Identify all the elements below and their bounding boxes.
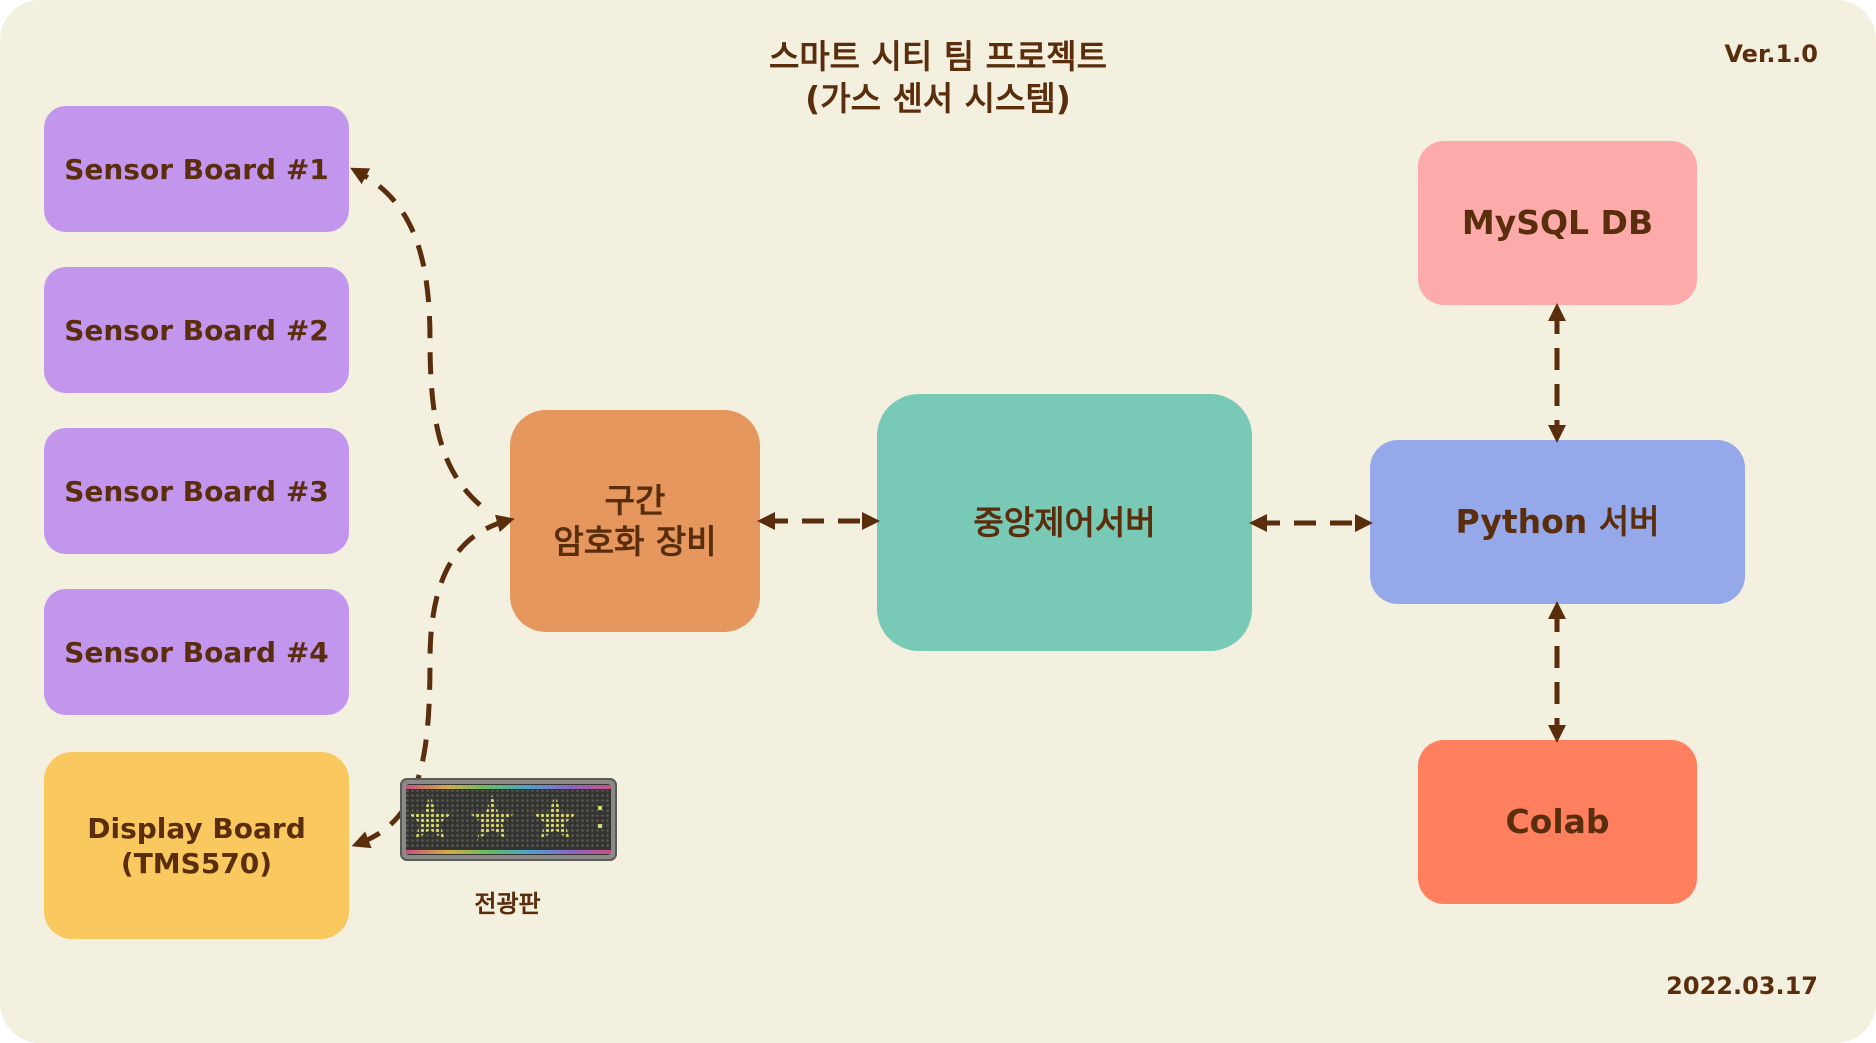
- sensor-board-3: Sensor Board #3: [44, 428, 349, 554]
- display-board-label-2: (TMS570): [120, 846, 273, 880]
- sensor-board-2-label: Sensor Board #2: [64, 313, 329, 347]
- sensor-board-4-label: Sensor Board #4: [64, 635, 329, 669]
- sensor-board-4: Sensor Board #4: [44, 589, 349, 715]
- python-server-label: Python 서버: [1455, 502, 1660, 542]
- led-board-caption: 전광판: [474, 890, 541, 918]
- colab: Colab: [1418, 740, 1697, 904]
- diagram-title: 스마트 시티 팀 프로젝트 (가스 센서 시스템): [638, 36, 1238, 120]
- python-server: Python 서버: [1370, 440, 1745, 604]
- sensor-board-1: Sensor Board #1: [44, 106, 349, 232]
- central-control-server-label: 중앙제어서버: [973, 502, 1156, 542]
- central-control-server: 중앙제어서버: [877, 394, 1252, 651]
- arrow-encryption-to-sensor-board-1: [350, 167, 482, 507]
- display-board-label-1: Display Board: [87, 811, 306, 845]
- sensor-board-3-label: Sensor Board #3: [64, 474, 329, 508]
- mysql-db-label: MySQL DB: [1461, 203, 1654, 243]
- mysql-db: MySQL DB: [1418, 141, 1697, 305]
- encryption-device-label-1: 구간: [604, 480, 666, 520]
- encryption-device: 구간 암호화 장비: [510, 410, 760, 632]
- colab-label: Colab: [1505, 802, 1610, 842]
- version-label: Ver.1.0: [1724, 40, 1818, 68]
- date-label: 2022.03.17: [1666, 972, 1818, 1000]
- led-star-display-icon: [400, 778, 617, 861]
- title-line-2: (가스 센서 시스템): [805, 79, 1071, 118]
- sensor-board-1-label: Sensor Board #1: [64, 152, 329, 186]
- title-line-1: 스마트 시티 팀 프로젝트: [768, 37, 1108, 76]
- encryption-device-label-2: 암호화 장비: [553, 522, 717, 561]
- sensor-board-2: Sensor Board #2: [44, 267, 349, 393]
- display-board: Display Board (TMS570): [44, 752, 349, 939]
